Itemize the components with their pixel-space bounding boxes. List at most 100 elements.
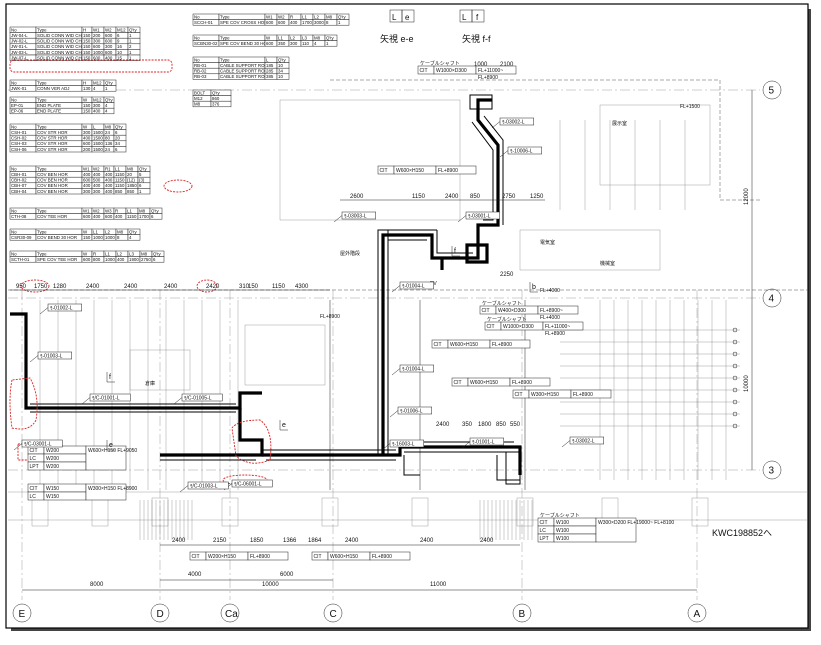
table-header-text: L (266, 57, 269, 62)
tag-extra: FL+8900 (492, 342, 512, 348)
table-header-text: W2 (93, 166, 100, 171)
table-header-text: Q'ty (326, 35, 334, 40)
grid-col-label: C (330, 609, 337, 620)
riser-dimension: 1000 (474, 62, 488, 68)
tag-size: W150 (46, 486, 59, 492)
table-cell-text: 400 (93, 214, 101, 219)
column-base (516, 497, 534, 527)
table-cell-text: 350 (278, 41, 286, 46)
tag-extra: FL+8900 (478, 75, 498, 81)
tag-extra-cell (435, 165, 477, 175)
table-cell-text: 400 (105, 183, 113, 188)
tag-type: LPT (30, 464, 39, 470)
drawing-reference: KWC198852へ (712, 528, 772, 538)
table-cell-text: 285 (266, 69, 274, 74)
tag-size: W400×D300 (498, 308, 526, 314)
table-cell-text: 600 (278, 20, 286, 25)
callout-text: ﾓ-03001-L (468, 213, 491, 219)
callout-text: ﾓ-01004-L (402, 283, 425, 289)
table-cell-text: 6 (139, 183, 142, 188)
table-cell-text: 300 (93, 39, 101, 44)
grid-col-bubble (12, 603, 32, 623)
tag-size: W1000×D300 (503, 324, 534, 330)
tag-size: W600×H150 (450, 342, 478, 348)
table-cell-text: SOLID CONN WID CHA (37, 44, 85, 49)
callout-text: ﾓ/C-01001-L (92, 395, 120, 401)
table-header-text: M12 (117, 27, 126, 32)
table-cell-text: JW-02-L (11, 39, 28, 44)
table-cell-text: EP-01 (11, 103, 24, 108)
table-cell-text: M12 (194, 96, 203, 101)
table-header-text: W1 (266, 14, 273, 19)
table-cell-text: 860 (212, 96, 220, 101)
table-cell-text: CSH-03 (11, 141, 27, 146)
callout-text: ﾓ-16003-L (392, 441, 415, 447)
table-cell-text: 4 (129, 235, 132, 240)
leader-line (491, 121, 501, 129)
table-cell-text: 300 (93, 103, 101, 108)
riser-dimension: 1150 (412, 194, 426, 200)
bottom-row-dimension: 2150 (213, 538, 227, 544)
tag-extra: FL+8900 (512, 380, 532, 386)
top-dimension: 2420 (206, 284, 220, 290)
table-cell-text: 8 (326, 20, 329, 25)
table-cell-text: 1 (129, 55, 132, 60)
tag-extra: FL+8900 (573, 392, 593, 398)
top-dimension: 1750 (34, 284, 48, 290)
column-base (321, 497, 339, 527)
tag-size: W150 (46, 494, 59, 500)
table-header-text: H (83, 80, 86, 85)
section-marker-label: e (282, 422, 286, 429)
tag-size: W600×H150 (330, 554, 358, 560)
callout-text: ﾓ/C-03001-L (24, 441, 52, 447)
bottom-row-dimension: 2400 (480, 538, 494, 544)
part-callout: ﾓ-03001-L (457, 211, 500, 223)
table-cell-text: 600 (105, 50, 113, 55)
room-label: 展示室 (612, 120, 627, 127)
tag-size: W600×H150 (396, 168, 424, 174)
table-header-text: W1 (93, 27, 100, 32)
table-cell-text: 24 (105, 130, 110, 135)
table-header-text: No (194, 14, 200, 19)
table-cell-text: 1 (129, 33, 132, 38)
table-header-text: Q'ty (105, 80, 113, 85)
room-outline (244, 324, 326, 386)
riser-dimension: 2750 (502, 194, 516, 200)
part-callout: ﾓ-16003-L (381, 439, 424, 451)
callout-text: ﾓ-03003-L (344, 213, 367, 219)
table-cell-text: 8 (117, 235, 120, 240)
leader-line (381, 443, 391, 451)
table-cell-text: CSH-06 (11, 147, 27, 152)
table-header-text: W (83, 229, 88, 234)
table-cell-text: 600 (83, 257, 91, 262)
table-header-text: W2 (93, 208, 100, 213)
table-cell-text: 600 (93, 44, 101, 49)
table-header-text: L1 (105, 251, 110, 256)
bottom-dimension: 6000 (280, 572, 294, 578)
table-cell (276, 73, 290, 80)
leader-line (173, 397, 183, 405)
table-cell-text: 9 (117, 39, 120, 44)
table-header-text: M8 (105, 124, 112, 129)
part-callout: ﾓ/C-01001-L (81, 393, 131, 405)
table-cell-text: 16 (117, 44, 122, 49)
table-cell-text: 80 (105, 136, 110, 141)
grid-col-bubble (687, 603, 707, 623)
column-base (411, 497, 429, 527)
table-header-text: No (11, 97, 17, 102)
table-cell-text: 136 (105, 141, 113, 146)
callout-text: ﾓ-01002-L (50, 305, 73, 311)
table-cell (336, 19, 350, 26)
table-cell-text: M8 (194, 102, 201, 107)
grid-col-label: D (157, 609, 164, 620)
top-dimension: 1150 (272, 284, 286, 290)
table-cell-text: 6 (117, 33, 120, 38)
